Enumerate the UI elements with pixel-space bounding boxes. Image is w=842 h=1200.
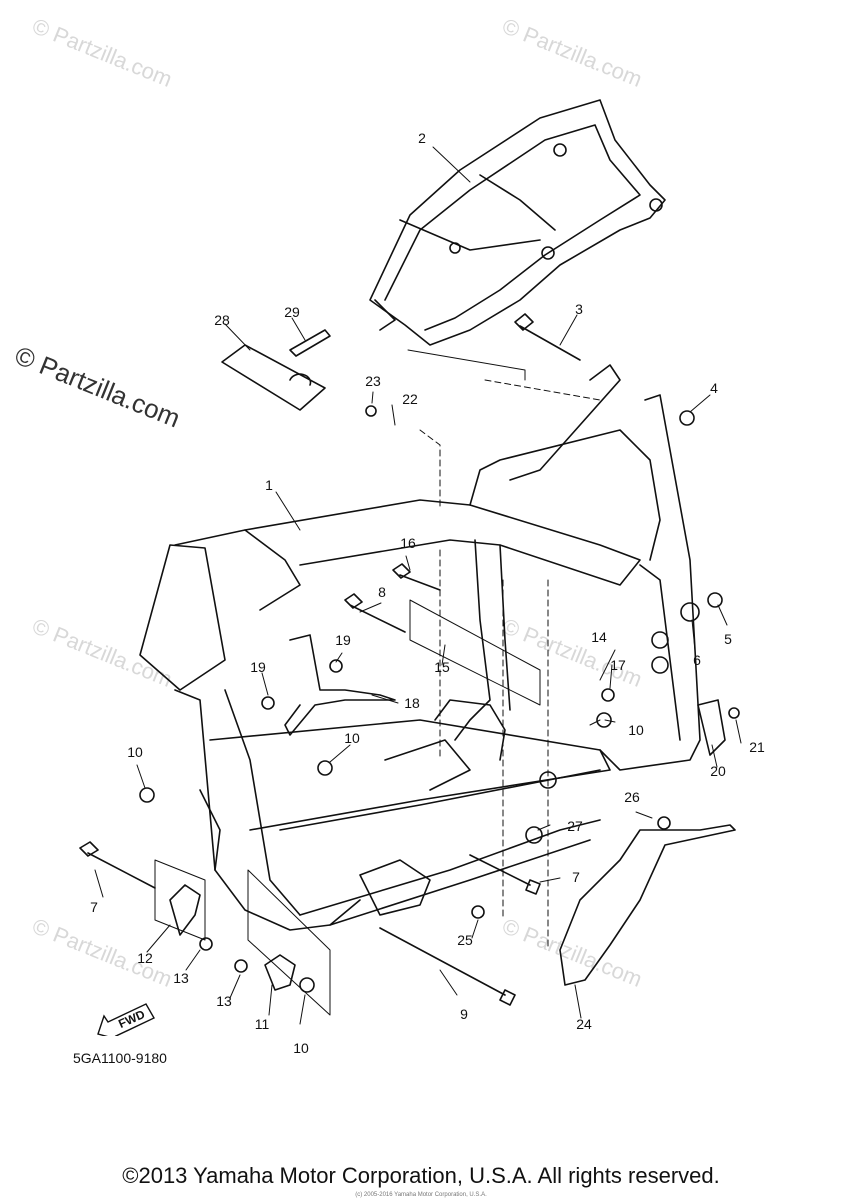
callout-label: 26 — [624, 789, 640, 805]
callout-label: 21 — [749, 739, 765, 755]
callout-label: 18 — [404, 695, 420, 711]
callout-label: 4 — [710, 380, 718, 396]
callout-label: 10 — [293, 1040, 309, 1056]
callout-label: 17 — [610, 657, 626, 673]
bracket-18 — [284, 634, 396, 736]
callout-label: 1 — [265, 477, 273, 493]
callout-label: 22 — [402, 391, 418, 407]
callout-label: 6 — [693, 652, 701, 668]
callout-label: 9 — [460, 1006, 468, 1022]
bolt-7-left — [79, 841, 156, 889]
callout-label: 3 — [575, 301, 583, 317]
bracket-20 — [697, 699, 726, 756]
callout-label: 15 — [434, 659, 450, 675]
callout-label: 16 — [400, 535, 416, 551]
engine-mount-24 — [559, 824, 736, 986]
callout-label: 24 — [576, 1016, 592, 1032]
bolt-3 — [514, 313, 581, 361]
callout-label: 14 — [591, 629, 607, 645]
callout-label: 12 — [137, 950, 153, 966]
callout-label: 29 — [284, 304, 300, 320]
callout-label: 27 — [567, 818, 583, 834]
callout-label: 13 — [216, 993, 232, 1009]
bolt-8 — [344, 593, 406, 633]
callout-label: 10 — [628, 722, 644, 738]
copyright-footer: ©2013 Yamaha Motor Corporation, U.S.A. A… — [122, 1163, 720, 1188]
callout-label: 19 — [335, 632, 351, 648]
grouping-brackets — [154, 349, 541, 1016]
bolt-7-right — [469, 854, 541, 895]
callout-label: 7 — [90, 899, 98, 915]
callout-label: 5 — [724, 631, 732, 647]
callout-label: 2 — [418, 130, 426, 146]
cover-28 — [221, 344, 326, 411]
callout-label: 19 — [250, 659, 266, 675]
callout-label: 20 — [710, 763, 726, 779]
plate-11 — [264, 954, 296, 991]
callout-label: 11 — [254, 1016, 270, 1032]
bolt-9 — [379, 927, 516, 1006]
bracket-29 — [289, 329, 331, 357]
main-frame-part — [139, 364, 701, 931]
callout-label: 8 — [378, 584, 386, 600]
fasteners — [139, 405, 740, 993]
rear-frame-part — [369, 99, 666, 346]
fine-print: (c) 2005-2016 Yamaha Motor Corporation, … — [355, 1192, 487, 1198]
leader-lines — [94, 146, 742, 1025]
callout-label: 23 — [365, 373, 381, 389]
callout-label: 25 — [457, 932, 473, 948]
callout-label: 28 — [214, 312, 230, 328]
forward-arrow-icon — [97, 1003, 155, 1036]
bolt-16 — [392, 563, 441, 591]
callout-label: 13 — [173, 970, 189, 986]
callout-label: 10 — [344, 730, 360, 746]
callout-label: 10 — [127, 744, 143, 760]
callout-label: 7 — [572, 869, 580, 885]
diagram-code: 5GA1100-9180 — [73, 1050, 167, 1066]
